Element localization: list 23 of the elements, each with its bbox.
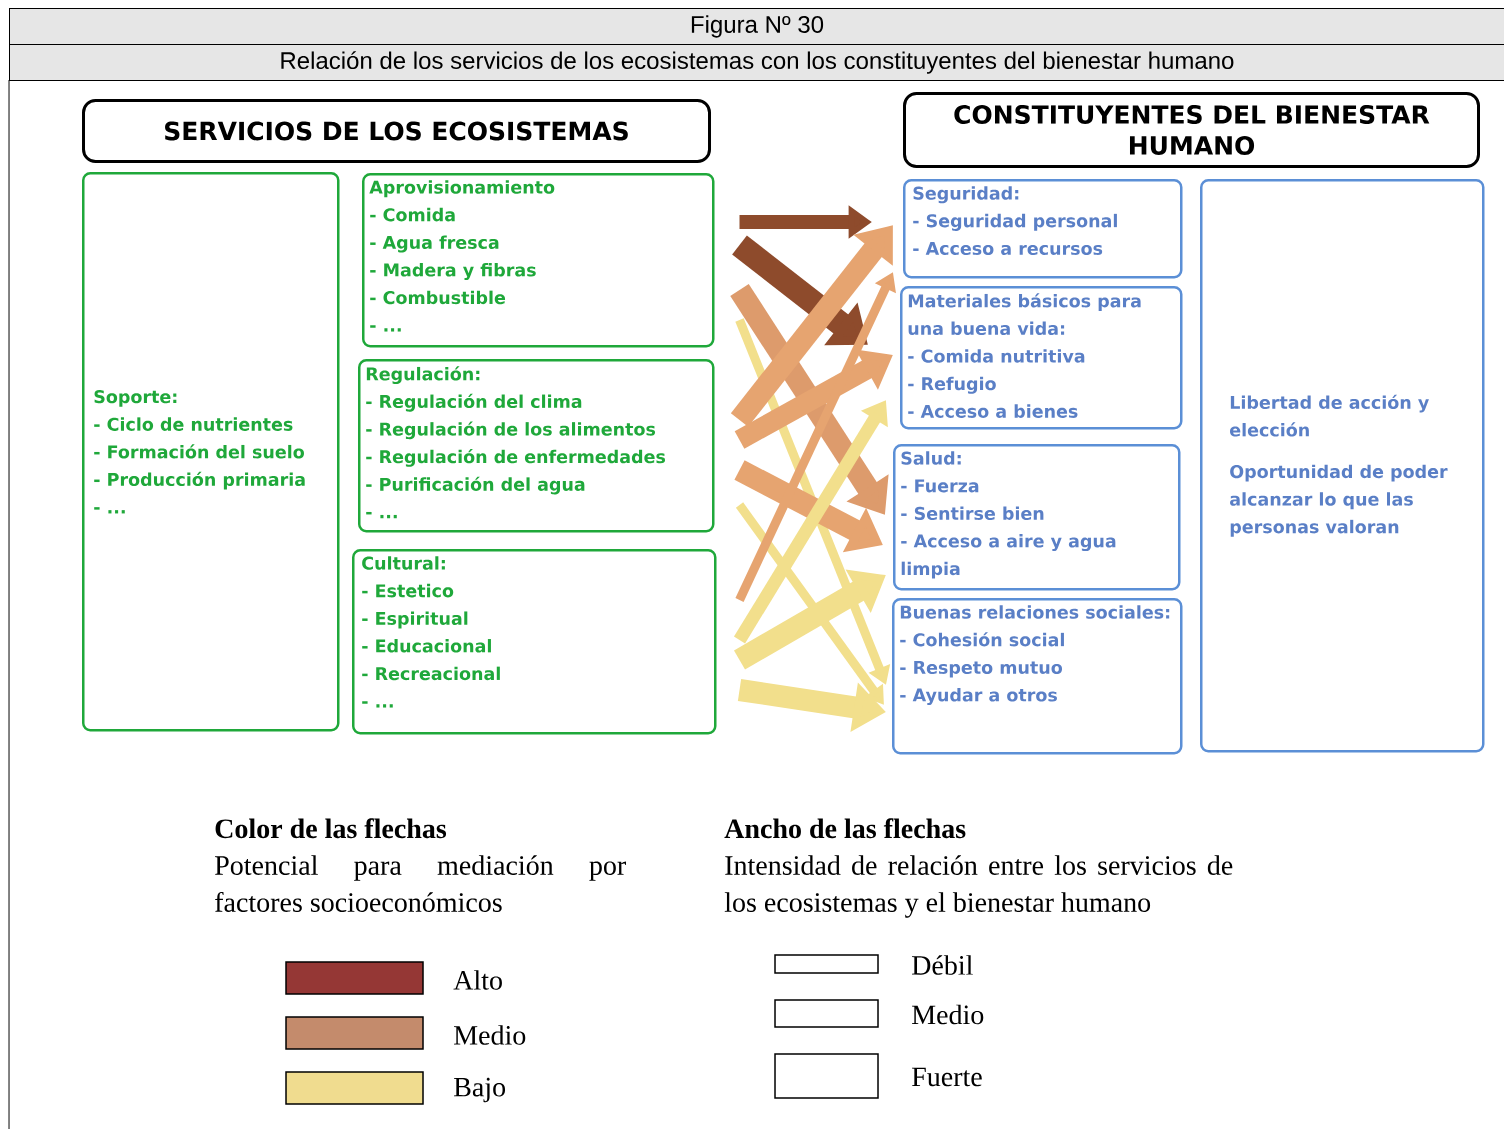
service-box: Cultural: - Estetico - Espiritual - Educacional - Recreacional - ... xyxy=(352,549,717,735)
legend-entry: Fuerte xyxy=(774,1053,982,1099)
constituent-box: Buenas relaciones sociales: - Cohesión social - Respeto mutuo - Ayudar a otros xyxy=(892,598,1183,755)
legend-entry: Medio xyxy=(774,999,984,1028)
legend-heading: Ancho de las flechas xyxy=(724,818,966,839)
service-box: Regulación: - Regulación del clima - Regulación de los alimentos - Regulación de enfermedades - Purificación del agua - ... xyxy=(358,359,715,533)
constituent-box: Salud: - Fuerza - Sentirse bien - Acceso a aire y agua limpia xyxy=(893,444,1181,591)
constituent-box: Seguridad: - Seguridad personal - Acceso a recursos xyxy=(903,179,1183,279)
constituent-box: Libertad de acción y elección Oportunidad de poder alcanzar lo que las personas valoran xyxy=(1200,179,1485,753)
legend-heading: Color de las flechas xyxy=(215,818,447,839)
caption-cell: Relación de los servicios de los ecosistemas con los constituyentes del bienestar humano xyxy=(9,44,1504,81)
legend-label: Medio xyxy=(454,1025,526,1045)
title-cell: Figura Nº 30 xyxy=(9,8,1504,45)
legend-description: Potencial para mediación por factores socioeconómicos xyxy=(215,855,626,912)
legend-description: Intensidad de relación entre los servicios de los ecosistemas y el bienestar humano xyxy=(724,855,1233,918)
legend-label: Alto xyxy=(453,970,502,990)
legend-entry: Débil xyxy=(774,954,973,975)
heading-box: SERVICIOS DE LOS ECOSISTEMAS xyxy=(82,99,711,163)
heading-box: CONSTITUYENTES DEL BIENESTAR HUMANO xyxy=(903,92,1480,168)
service-box: Soporte: - Ciclo de nutrientes - Formación del suelo - Producción primaria - ... xyxy=(82,172,340,732)
constituent-box: Materiales básicos para una buena vida: - Comida nutritiva - Refugio - Acceso a bienes xyxy=(900,286,1183,430)
service-box: Aprovisionamiento - Comida - Agua fresca - Madera y fibras - Combustible - ... xyxy=(362,173,715,348)
legend-label: Bajo xyxy=(454,1077,506,1103)
